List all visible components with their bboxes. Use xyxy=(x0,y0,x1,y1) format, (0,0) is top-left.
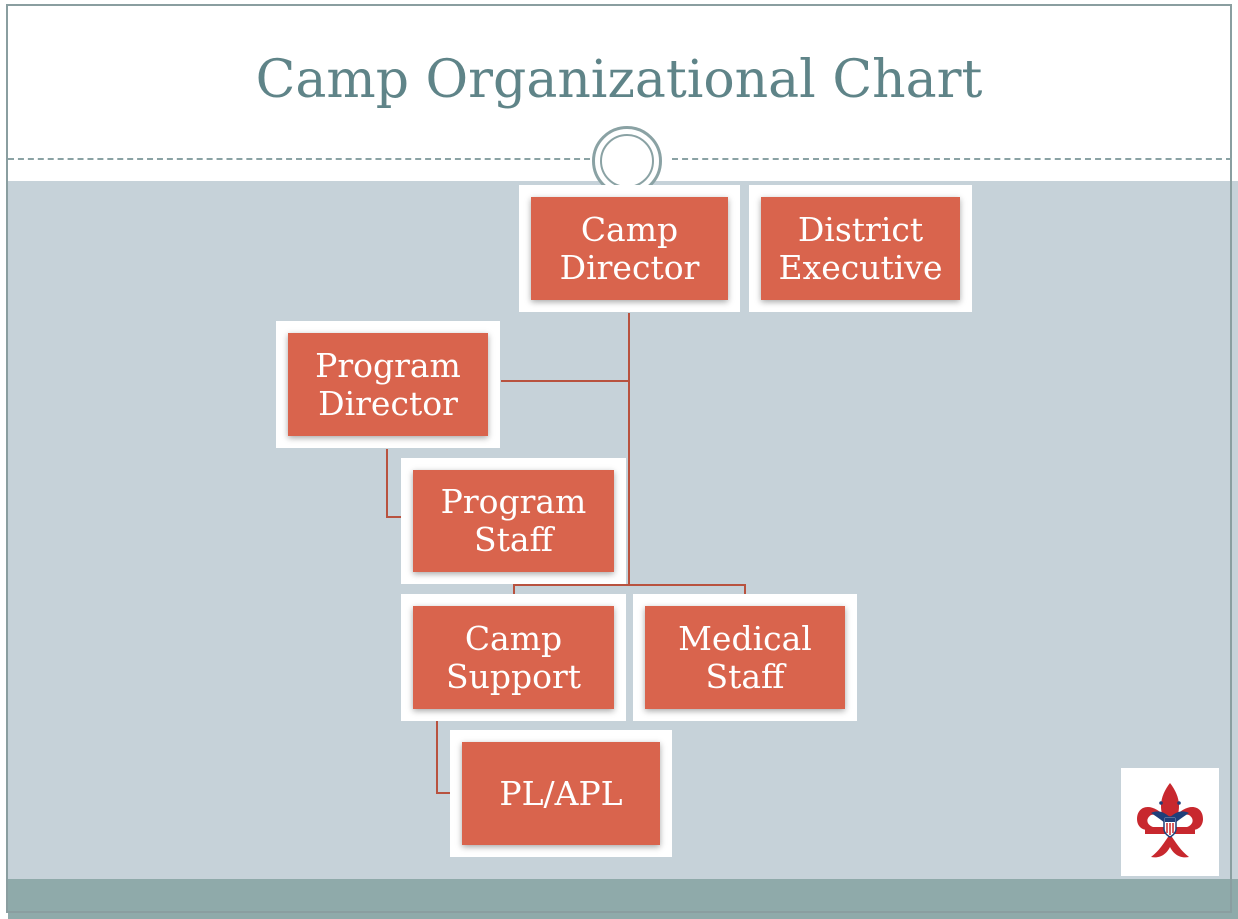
node-camp-support-label: Camp Support xyxy=(445,618,581,696)
node-district-executive-label: District Executive xyxy=(778,209,943,287)
node-medical-staff-label: Medical Staff xyxy=(678,618,812,696)
slide-frame xyxy=(6,4,1232,913)
node-district-executive: District Executive xyxy=(749,185,972,312)
node-medical-staff: Medical Staff xyxy=(633,594,857,721)
node-pl-apl: PL/APL xyxy=(450,730,672,857)
slide-title: Camp Organizational Chart xyxy=(255,50,983,110)
connector-program-staff xyxy=(386,449,402,518)
connector-bottom-branch xyxy=(513,584,746,594)
connector-pl-apl xyxy=(436,721,451,794)
node-camp-director-label: Camp Director xyxy=(559,209,700,287)
node-program-director: Program Director xyxy=(276,321,500,448)
node-pl-apl-label: PL/APL xyxy=(499,773,623,813)
node-program-staff: Program Staff xyxy=(401,458,626,584)
bsa-logo xyxy=(1121,768,1219,876)
title-area: Camp Organizational Chart xyxy=(0,0,1238,160)
title-divider-right xyxy=(672,158,1232,160)
node-program-director-label: Program Director xyxy=(315,345,461,423)
bsa-fleur-de-lis-icon xyxy=(1137,783,1203,858)
divider-ring-ornament xyxy=(592,126,662,196)
title-divider-left xyxy=(8,158,590,160)
node-camp-director: Camp Director xyxy=(519,185,740,312)
node-camp-support: Camp Support xyxy=(401,594,626,721)
node-program-staff-label: Program Staff xyxy=(440,482,587,559)
